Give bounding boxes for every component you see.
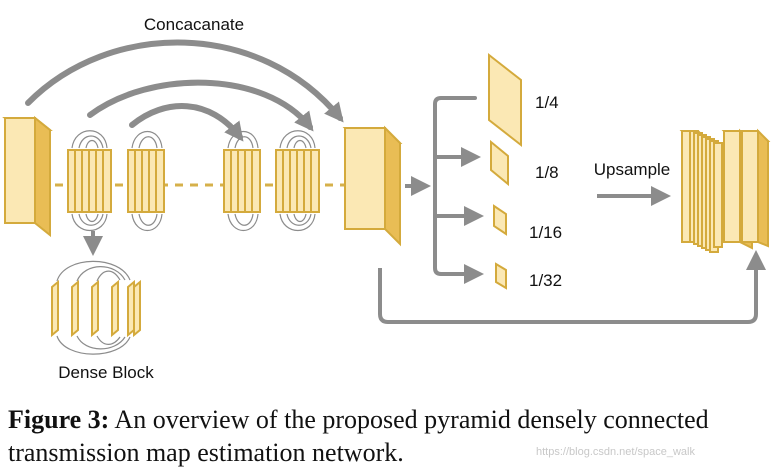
encoder-output-block bbox=[342, 125, 403, 247]
skip-arrow-3 bbox=[129, 103, 244, 142]
pyramid-level-1-8 bbox=[490, 139, 509, 187]
scale-label-1-32: 1/32 bbox=[529, 271, 562, 290]
dense-block-1 bbox=[67, 130, 112, 231]
input-feature-block bbox=[2, 115, 53, 238]
scale-label-1-8: 1/8 bbox=[535, 163, 559, 182]
concatenate-arrow bbox=[25, 39, 344, 123]
concatenate-label: Concacanate bbox=[144, 15, 244, 34]
dense-block-3 bbox=[223, 131, 261, 231]
skip-connection-arcs bbox=[25, 39, 344, 142]
pyramid-level-1-4 bbox=[488, 52, 522, 148]
figure-caption-text: An overview of the proposed pyramid dens… bbox=[8, 405, 709, 467]
scale-label-1-16: 1/16 bbox=[529, 223, 562, 242]
dense-block-label: Dense Block bbox=[58, 363, 154, 382]
skip-arrow-2 bbox=[87, 79, 314, 132]
bottom-skip-connection bbox=[378, 250, 766, 324]
pyramid-branches bbox=[433, 96, 484, 284]
pyramid-level-1-16 bbox=[493, 204, 507, 236]
dense-block-2 bbox=[127, 131, 165, 231]
pyramid-level-1-32 bbox=[495, 262, 507, 290]
figure-label: Figure 3: bbox=[8, 405, 110, 434]
dense-block-detail bbox=[51, 260, 141, 355]
upsample-label: Upsample bbox=[594, 160, 671, 179]
figure-caption: Figure 3: An overview of the proposed py… bbox=[8, 403, 768, 469]
scale-label-1-4: 1/4 bbox=[535, 93, 559, 112]
watermark: https://blog.csdn.net/space_walk bbox=[536, 446, 695, 458]
dense-block-4 bbox=[275, 130, 320, 231]
upsampled-output-stack bbox=[679, 128, 771, 253]
